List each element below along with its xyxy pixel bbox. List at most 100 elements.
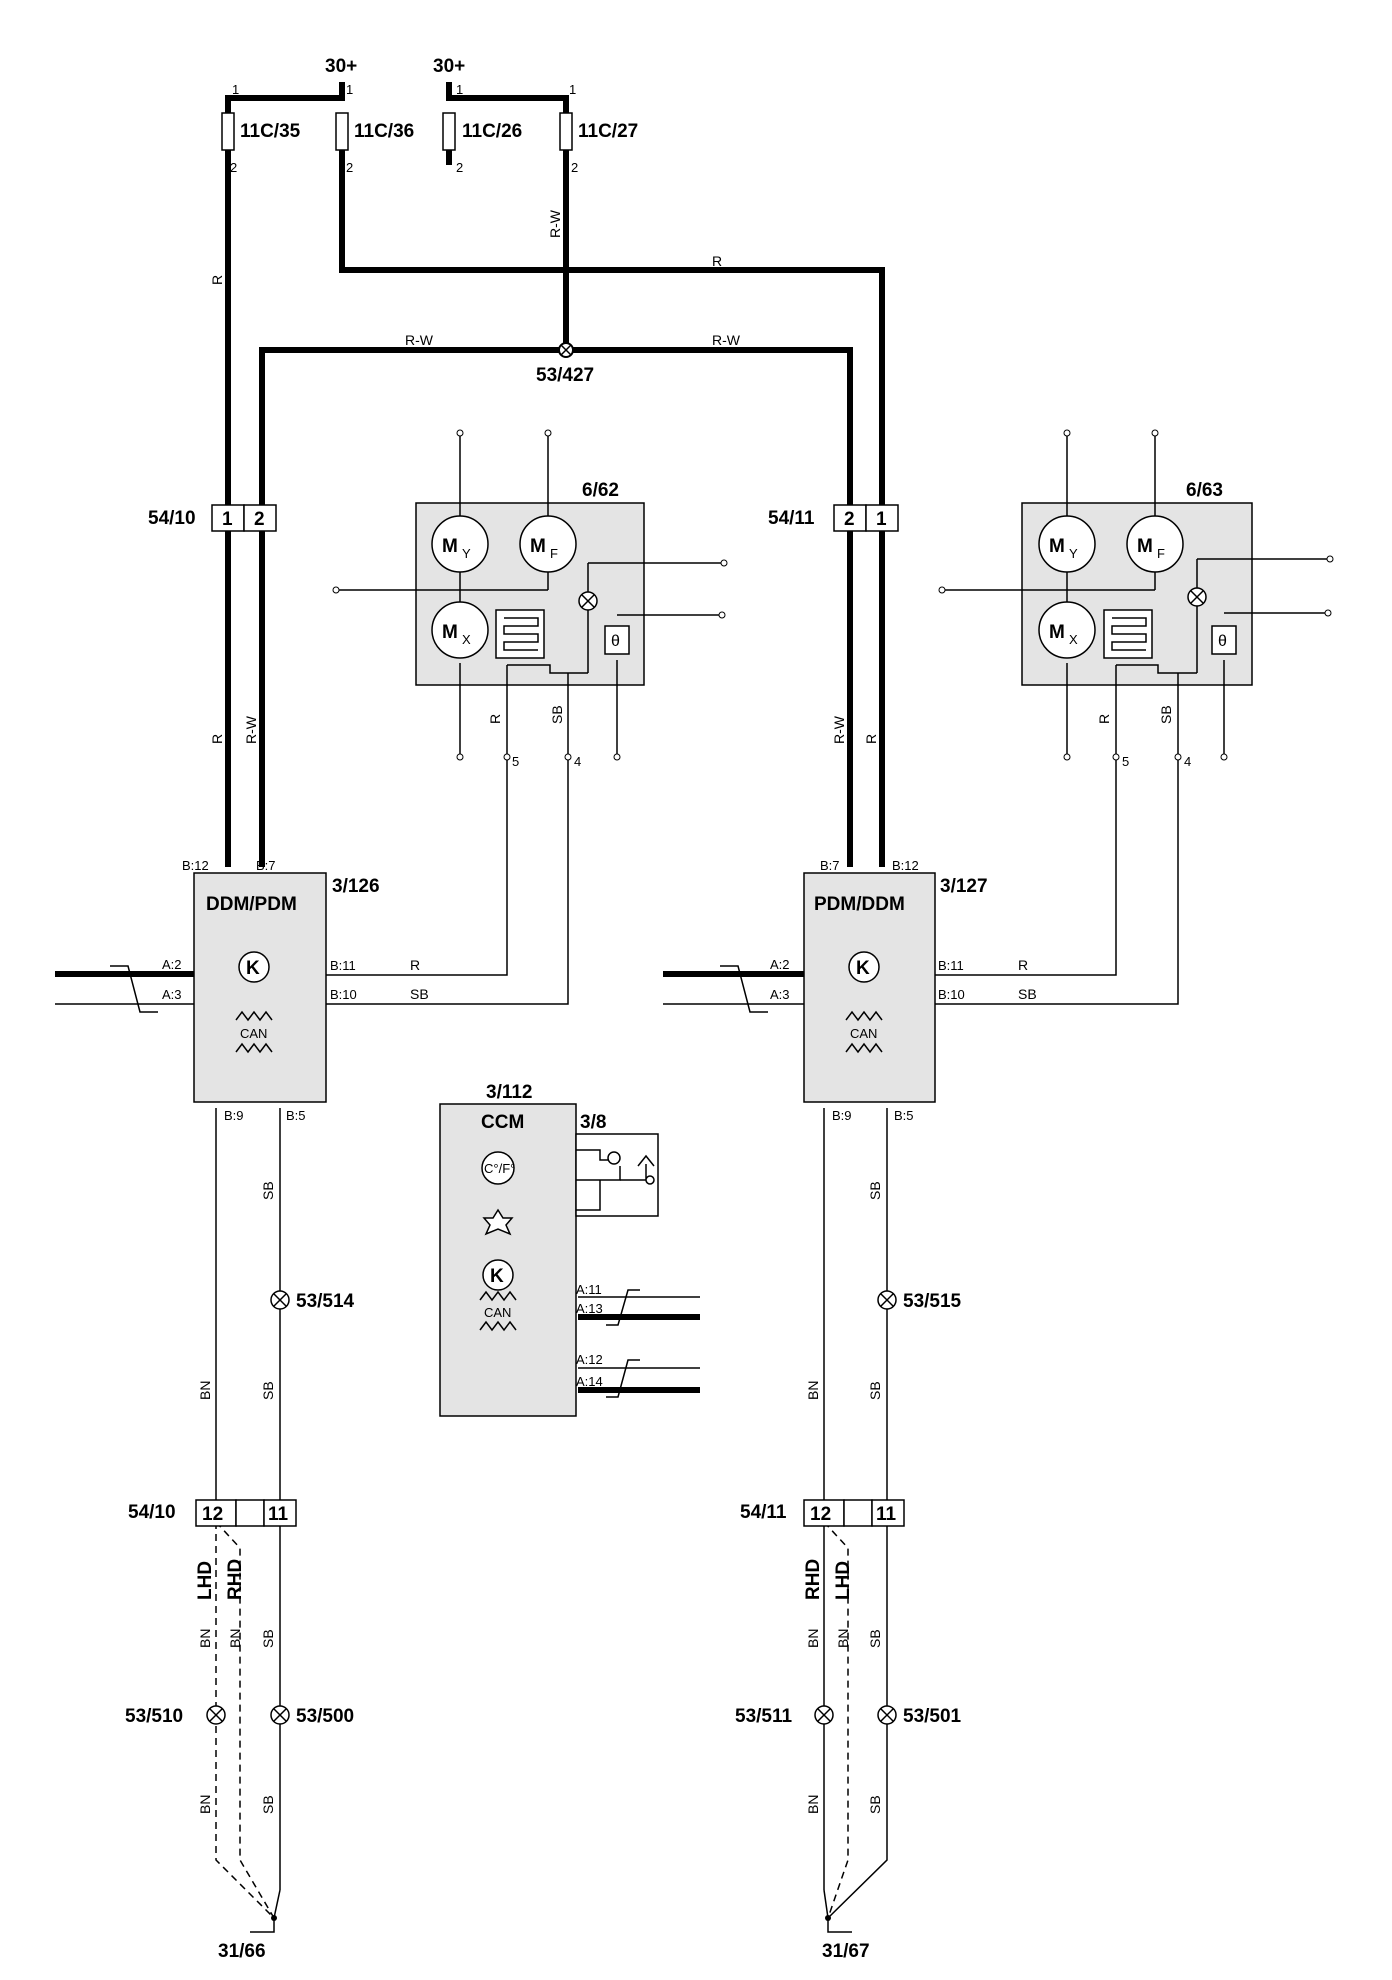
svg-text:X: X <box>1069 632 1078 647</box>
svg-text:54/11: 54/11 <box>740 1502 787 1523</box>
supply-label-right: 30+ <box>433 56 465 77</box>
connector-54-10-bottom: 54/10 12 11 <box>128 1499 297 1527</box>
svg-text:A:2: A:2 <box>162 957 182 972</box>
svg-text:2: 2 <box>254 509 265 530</box>
svg-text:B:11: B:11 <box>330 958 356 973</box>
svg-text:SB: SB <box>867 1381 883 1400</box>
svg-text:R: R <box>1096 714 1112 724</box>
svg-text:SB: SB <box>260 1795 276 1814</box>
svg-text:SB: SB <box>260 1629 276 1648</box>
svg-text:R-W: R-W <box>405 332 434 348</box>
svg-text:LHD: LHD <box>195 1561 216 1600</box>
svg-text:SB: SB <box>260 1181 276 1200</box>
svg-text:BN: BN <box>805 1629 821 1648</box>
svg-text:53/514: 53/514 <box>296 1291 355 1312</box>
svg-text:5: 5 <box>1122 754 1129 769</box>
svg-text:11: 11 <box>268 1504 289 1525</box>
svg-text:K: K <box>856 958 870 979</box>
svg-text:BN: BN <box>805 1795 821 1814</box>
svg-text:M: M <box>442 536 458 557</box>
svg-text:SB: SB <box>867 1795 883 1814</box>
svg-text:4: 4 <box>1184 754 1191 769</box>
svg-text:K: K <box>246 958 260 979</box>
svg-text:SB: SB <box>867 1629 883 1648</box>
svg-text:1: 1 <box>232 82 239 97</box>
fuse-label: 11C/26 <box>462 121 522 142</box>
svg-text:B:11: B:11 <box>938 958 964 973</box>
svg-text:F: F <box>550 546 558 561</box>
svg-text:4: 4 <box>574 754 581 769</box>
svg-text:R: R <box>410 957 420 973</box>
svg-text:53/511: 53/511 <box>735 1706 792 1727</box>
svg-text:PDM/DDM: PDM/DDM <box>814 894 905 915</box>
svg-text:6/62: 6/62 <box>582 480 619 501</box>
fuse-11c-26: 1 2 11C/26 <box>442 82 522 175</box>
svg-text:CAN: CAN <box>240 1026 267 1041</box>
module-3-126: 3/126 DDM/PDM B:12 B:7 A:2 A:3 B:11 B:10… <box>162 858 380 1123</box>
svg-text:R: R <box>209 275 225 285</box>
svg-text:3/8: 3/8 <box>580 1112 606 1133</box>
svg-text:B:9: B:9 <box>224 1108 244 1123</box>
svg-text:54/11: 54/11 <box>768 508 815 529</box>
svg-text:B:9: B:9 <box>832 1108 852 1123</box>
connector-54-10-top: 54/10 1 2 <box>148 504 277 532</box>
mirror-6-63: 6/63 5 4 M Y M F M X <box>938 429 1334 769</box>
svg-text:B:12: B:12 <box>892 858 919 873</box>
svg-text:1: 1 <box>346 82 353 97</box>
svg-text:SB: SB <box>1158 705 1174 724</box>
svg-text:1: 1 <box>222 509 233 530</box>
svg-text:SB: SB <box>1018 986 1037 1002</box>
svg-text:53/510: 53/510 <box>125 1706 183 1727</box>
svg-text:3/126: 3/126 <box>332 876 380 897</box>
svg-text:3/127: 3/127 <box>940 876 988 897</box>
mirror-6-62: 6/62 5 4 M Y M F <box>332 429 728 769</box>
svg-text:2: 2 <box>571 160 578 175</box>
svg-text:M: M <box>442 622 458 643</box>
fuse-label: 11C/27 <box>578 121 638 142</box>
svg-text:CAN: CAN <box>850 1026 877 1041</box>
svg-text:53/427: 53/427 <box>536 365 594 386</box>
svg-text:CCM: CCM <box>481 1112 524 1133</box>
fuse-label: 11C/36 <box>354 121 414 142</box>
ground-31-67: 31/67 <box>822 1915 870 1962</box>
svg-text:F: F <box>1157 546 1165 561</box>
svg-text:A:3: A:3 <box>770 987 790 1002</box>
svg-text:B:10: B:10 <box>330 987 357 1002</box>
svg-text:54/10: 54/10 <box>128 1502 176 1523</box>
svg-text:6/63: 6/63 <box>1186 480 1223 501</box>
svg-text:BN: BN <box>197 1795 213 1814</box>
drive-labels: LHD RHD RHD LHD <box>195 1559 854 1600</box>
svg-text:2: 2 <box>346 160 353 175</box>
svg-text:CAN: CAN <box>484 1305 511 1320</box>
svg-text:54/10: 54/10 <box>148 508 196 529</box>
svg-text:31/67: 31/67 <box>822 1941 870 1962</box>
svg-text:SB: SB <box>549 705 565 724</box>
svg-text:B:7: B:7 <box>820 858 840 873</box>
splice-53-500: 53/500 <box>270 1705 354 1727</box>
svg-text:B:5: B:5 <box>286 1108 306 1123</box>
svg-text:C°/F°: C°/F° <box>484 1161 515 1176</box>
svg-text:B:7: B:7 <box>256 858 276 873</box>
svg-text:B:5: B:5 <box>894 1108 914 1123</box>
svg-text:BN: BN <box>197 1381 213 1400</box>
svg-text:1: 1 <box>569 82 576 97</box>
svg-text:53/501: 53/501 <box>903 1706 962 1727</box>
svg-text:SB: SB <box>410 986 429 1002</box>
svg-text:2: 2 <box>456 160 463 175</box>
svg-text:A:3: A:3 <box>162 987 182 1002</box>
splice-53-510: 53/510 <box>125 1705 226 1727</box>
splice-53-511: 53/511 <box>735 1705 834 1727</box>
svg-text:R-W: R-W <box>712 332 741 348</box>
svg-text:M: M <box>1137 536 1153 557</box>
svg-text:DDM/PDM: DDM/PDM <box>206 894 297 915</box>
svg-text:BN: BN <box>805 1381 821 1400</box>
svg-text:5: 5 <box>512 754 519 769</box>
splice-53-427: 53/427 <box>536 342 594 386</box>
svg-text:M: M <box>1049 622 1065 643</box>
svg-text:R: R <box>1018 957 1028 973</box>
splice-53-515: 53/515 <box>877 1290 962 1312</box>
svg-text:2: 2 <box>230 160 237 175</box>
ground-31-66: 31/66 <box>218 1915 277 1962</box>
svg-text:Y: Y <box>1069 546 1078 561</box>
